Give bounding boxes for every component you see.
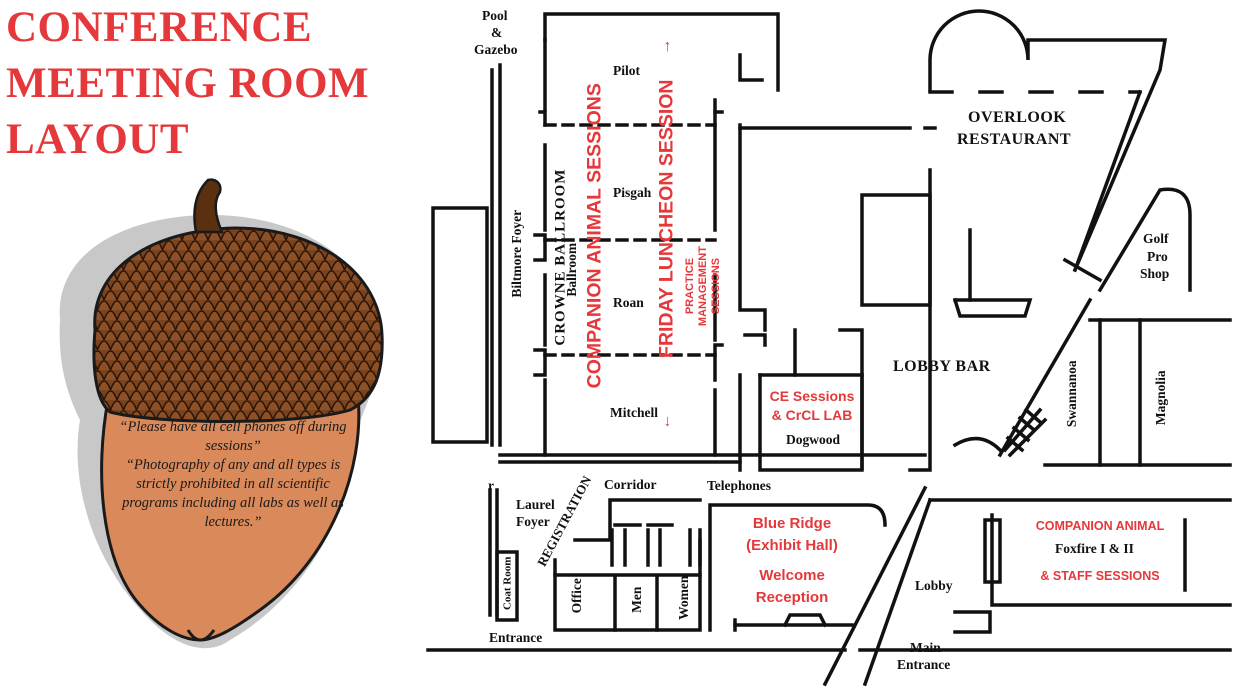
label-women: Women: [676, 575, 692, 620]
label-welcome-2: Reception: [755, 589, 829, 606]
label-men: Men: [629, 586, 645, 613]
label-laurel-1: Laurel: [516, 497, 555, 512]
label-lobby-bar: LOBBY BAR: [893, 358, 991, 375]
label-amp: &: [491, 25, 503, 40]
label-overlook-2: RESTAURANT: [957, 131, 1072, 148]
label-office: Office: [569, 578, 585, 614]
label-pilot: Pilot: [613, 63, 640, 78]
acorn-icon: [59, 178, 384, 649]
label-blue-ridge-2: (Exhibit Hall): [746, 537, 838, 554]
label-golf-1: Golf: [1143, 231, 1169, 246]
walls: [426, 9, 1232, 687]
label-mitchell: Mitchell: [610, 405, 658, 420]
notice-photography: “Photography of any and all types is str…: [122, 457, 344, 530]
label-swannanoa: Swannanoa: [1064, 360, 1080, 428]
label-golf-2: Pro: [1147, 249, 1168, 264]
label-blue-ridge-1: Blue Ridge: [752, 515, 832, 532]
label-gazebo: Gazebo: [474, 42, 518, 57]
label-ce-sessions-2: & CrCL LAB: [771, 407, 853, 423]
label-coat-room: Coat Room: [501, 556, 514, 611]
label-welcome-1: Welcome: [759, 567, 825, 584]
label-companion-staff-2: & STAFF SESSIONS: [1040, 569, 1160, 583]
label-friday-luncheon-session: FRIDAY LUNCHEON SESSION: [655, 79, 678, 358]
label-entrance: Entrance: [489, 630, 543, 645]
label-ce-sessions-1: CE Sessions: [769, 388, 855, 404]
notice-phones: “Please have all cell phones off during …: [119, 419, 347, 454]
arrow-down-icon: ←: [657, 413, 675, 430]
title-line-3: LAYOUT: [6, 116, 190, 163]
label-main-entrance-2: Entrance: [897, 657, 951, 672]
label-biltmore-foyer: Biltmore Foyer: [509, 209, 525, 298]
page-title: CONFERENCE MEETING ROOM LAYOUT: [6, 0, 426, 168]
label-overlook-1: OVERLOOK: [968, 109, 1067, 126]
arrow-up-icon: →: [657, 38, 675, 55]
label-companion-animal-sessions: COMPANION ANIMAL SESSIONS: [583, 83, 606, 389]
label-practice-1: PRACTICE: [683, 257, 696, 315]
label-telephones: Telephones: [707, 478, 772, 493]
label-main-entrance-1: Main: [910, 640, 941, 655]
label-corridor: Corridor: [604, 477, 657, 492]
label-laurel-2: Foyer: [516, 514, 550, 529]
label-golf-3: Shop: [1140, 266, 1170, 281]
title-line-1: CONFERENCE: [6, 4, 313, 51]
label-practice-2: MANAGEMENT: [696, 246, 709, 327]
label-practice-3: SESSIONS: [709, 257, 722, 315]
label-magnolia: Magnolia: [1153, 370, 1169, 426]
label-roan: Roan: [613, 295, 644, 310]
label-ballroom: Ballroom: [564, 242, 580, 297]
label-foxfire: Foxfire I & II: [1055, 541, 1134, 556]
label-lobby: Lobby: [915, 578, 953, 593]
title-line-2: MEETING ROOM: [6, 60, 370, 107]
label-dogwood: Dogwood: [786, 432, 841, 447]
label-r-marker: r: [488, 478, 494, 493]
label-companion-staff-1: COMPANION ANIMAL: [1035, 519, 1165, 533]
notice-text: “Please have all cell phones off during …: [118, 418, 348, 532]
label-pool: Pool: [482, 8, 508, 23]
label-pisgah: Pisgah: [613, 185, 652, 200]
